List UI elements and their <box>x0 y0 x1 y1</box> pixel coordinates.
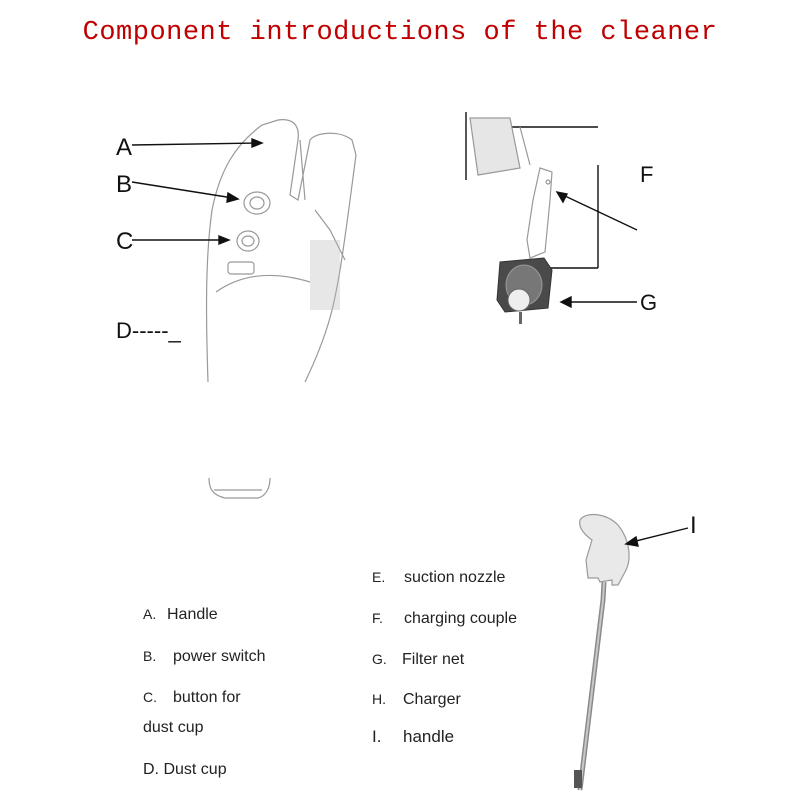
legend-key: I. <box>372 727 382 746</box>
legend-item-a: A. Handle <box>143 606 218 624</box>
callout-b: B <box>116 171 133 198</box>
legend-item-e: E. suction nozzle <box>372 569 505 587</box>
callout-d: D-----_ <box>116 318 181 343</box>
callout-arrow-g <box>559 295 637 309</box>
legend-key: H. <box>372 691 386 707</box>
callout-g: G <box>640 290 658 315</box>
legend-item-h: H. Charger <box>372 691 461 709</box>
legend-key: G. <box>372 651 387 667</box>
legend-text: Filter net <box>402 651 465 668</box>
legend-text: button for <box>173 689 241 706</box>
callout-c: C <box>116 228 134 255</box>
legend-key: F. <box>372 610 383 626</box>
filter-net <box>496 257 553 324</box>
legend-key: C. <box>143 689 157 705</box>
legend-text: D. Dust cup <box>143 761 227 778</box>
legend-item-b: B. power switch <box>143 648 265 666</box>
legend-item-c-continued: dust cup <box>143 719 203 737</box>
legend-text: dust cup <box>143 719 204 736</box>
legend-key: A. <box>143 606 157 622</box>
legend-key: E. <box>372 569 386 585</box>
callout-i: I <box>690 512 697 539</box>
handheld-body <box>205 119 357 499</box>
long-handle <box>574 514 630 791</box>
page-title: Component introductions of the cleaner <box>82 18 718 48</box>
legend-item-c: C. button for <box>143 689 241 707</box>
legend-text: Charger <box>403 691 461 708</box>
legend-key: B. <box>143 648 157 664</box>
legend-text: power switch <box>173 648 266 665</box>
charging-contact-plate <box>469 117 553 259</box>
legend-text: charging couple <box>404 610 517 627</box>
legend-item-f: F. charging couple <box>372 610 517 628</box>
legend-item-i: I. handle <box>372 727 454 747</box>
legend-item-d: D. Dust cup <box>143 761 227 779</box>
legend-text: Handle <box>167 606 218 623</box>
body-mesh <box>310 240 340 310</box>
callout-f: F <box>640 162 654 187</box>
callout-a: A <box>116 134 133 161</box>
legend-text: suction nozzle <box>404 569 506 586</box>
legend-text: handle <box>403 727 455 746</box>
legend-item-g: G. Filter net <box>372 651 464 669</box>
charging-parts <box>465 112 638 269</box>
callout-arrows-left <box>131 137 264 246</box>
callout-arrow-i <box>624 527 689 547</box>
